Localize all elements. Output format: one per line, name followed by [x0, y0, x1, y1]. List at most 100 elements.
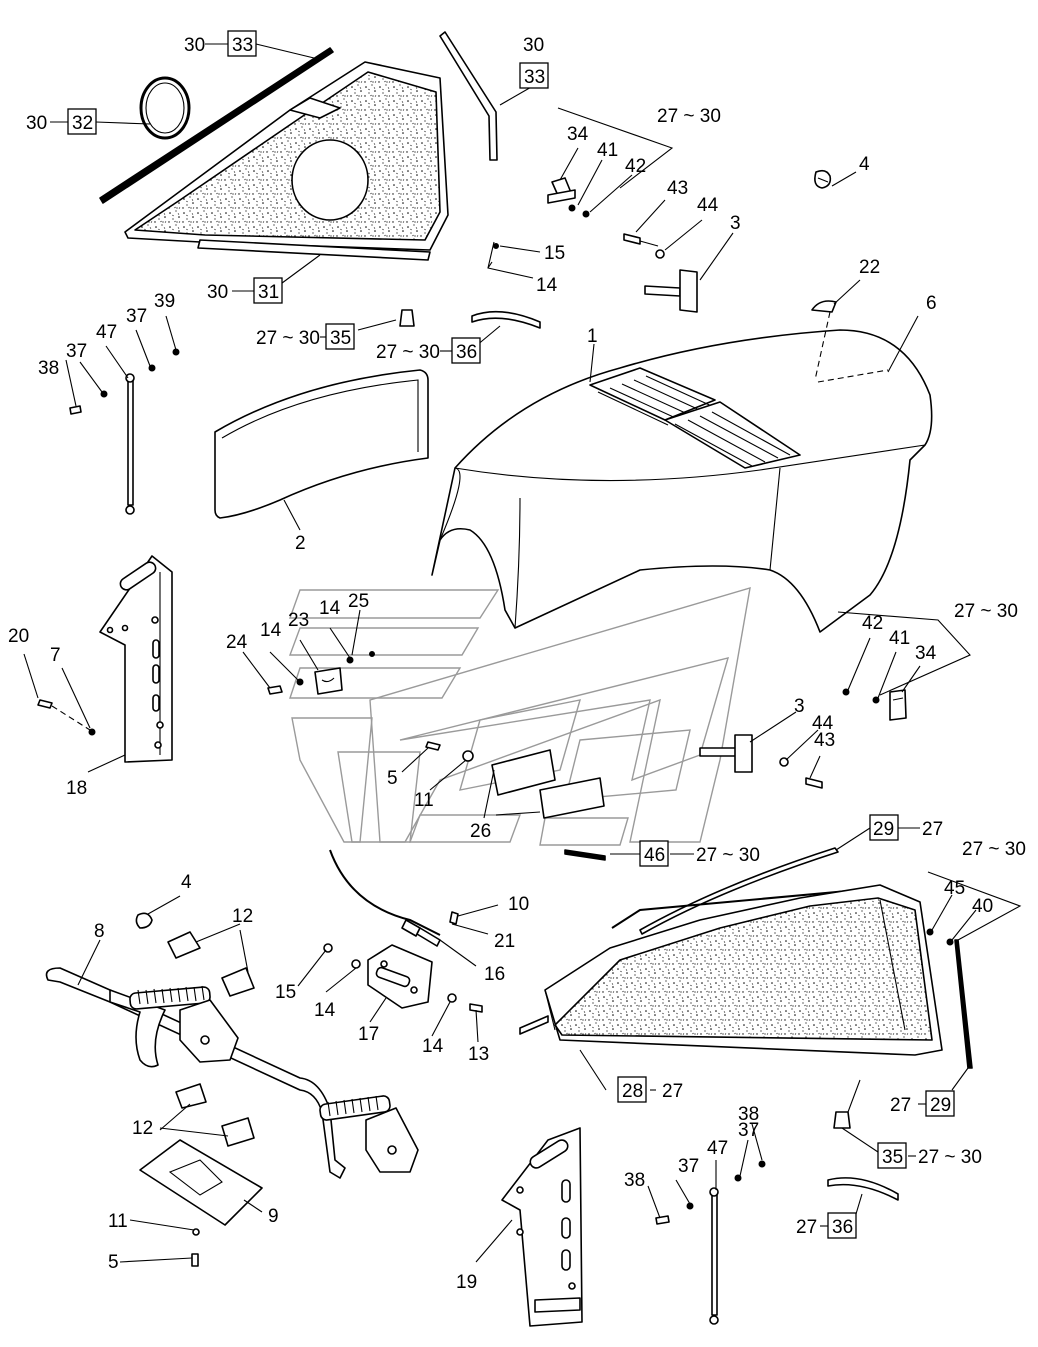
- callout-label: 27: [662, 1081, 683, 1102]
- bolt-13: [469, 1003, 483, 1013]
- callout-label: 11: [108, 1211, 128, 1232]
- callout-label: 12: [232, 906, 253, 927]
- callout-label: 27 ~ 30: [657, 106, 721, 127]
- callout-label: 37: [126, 306, 147, 327]
- callout-labels: 30 33 30 33 30 32 27 ~ 30 34 41 42 43 44…: [8, 35, 1026, 1293]
- callout-label: 14: [536, 275, 558, 296]
- callout-label: 27: [922, 819, 943, 840]
- nut-7: [88, 728, 96, 736]
- pad-12-b: [221, 967, 255, 997]
- callout-label: 20: [8, 626, 29, 647]
- plate-9: [139, 1139, 263, 1226]
- callout-label: 27 ~ 30: [962, 839, 1026, 860]
- callout-label: 4: [181, 872, 192, 893]
- callout-label: 17: [358, 1024, 379, 1045]
- callout-label: 5: [108, 1252, 119, 1273]
- nut-42-upper: [582, 210, 590, 218]
- callout-label: 27 ~ 30: [918, 1147, 982, 1168]
- callout-label: 1: [587, 326, 598, 347]
- callout-frames: [67, 30, 955, 1239]
- seal-strip-29-top: [639, 847, 839, 935]
- plate-26-a: [491, 749, 556, 796]
- plate-26-b: [539, 777, 605, 819]
- strap-36-upper: [471, 310, 541, 329]
- grommet-35-lower: [833, 1111, 851, 1129]
- nut-14-left: [296, 678, 304, 686]
- callout-label: 27: [796, 1217, 817, 1238]
- callout-label: 14: [260, 620, 282, 641]
- callout-label: 21: [494, 931, 515, 952]
- callout-label: 15: [275, 982, 296, 1003]
- pad-12-c: [175, 1083, 207, 1109]
- callout-label: 14: [314, 1000, 336, 1021]
- callout-label: 10: [508, 894, 529, 915]
- callout-label: 26: [470, 821, 491, 842]
- release-cable: [329, 849, 441, 936]
- washer-11-center: [462, 750, 474, 762]
- callout-label: 37: [738, 1120, 759, 1141]
- callout-label: 5: [387, 768, 398, 789]
- callout-label: 24: [226, 632, 248, 653]
- callout-label: 27 ~ 30: [954, 601, 1018, 622]
- callout-label: 35: [330, 328, 351, 349]
- pad-12-d: [221, 1117, 255, 1147]
- bolt-24: [267, 685, 283, 695]
- logo-watermark: [288, 587, 751, 846]
- callout-label: 39: [154, 291, 175, 312]
- callout-label: 7: [50, 645, 61, 666]
- callout-label: 45: [944, 878, 965, 899]
- nut-42-lower: [842, 688, 850, 696]
- side-bracket-18: [99, 555, 173, 763]
- callout-label: 9: [268, 1206, 279, 1227]
- latch-34-lower: [889, 689, 907, 721]
- nut-45: [926, 928, 934, 936]
- hood-panel: [214, 369, 429, 519]
- lift-bar-8: [45, 967, 419, 1179]
- washer-44-upper: [655, 249, 665, 259]
- callout-label: 2: [295, 533, 306, 554]
- leader-lines: [23, 43, 1022, 1263]
- callout-label: 29: [930, 1095, 951, 1116]
- callout-label: 25: [348, 591, 369, 612]
- callout-label: 27: [890, 1095, 911, 1116]
- callout-label: 42: [625, 156, 646, 177]
- nut-15-upper: [493, 243, 499, 249]
- pin-46: [564, 849, 606, 861]
- nut-14-lower-a: [351, 959, 361, 969]
- callout-label: 28: [622, 1081, 643, 1102]
- clip-4-lower: [135, 912, 153, 929]
- callout-label: 35: [882, 1147, 903, 1168]
- callout-label: 43: [667, 178, 688, 199]
- screw-20: [37, 699, 53, 709]
- callout-label: 19: [456, 1272, 477, 1293]
- ground-cable-upper: [69, 348, 180, 515]
- callout-label: 4: [859, 154, 870, 175]
- callout-label: 30: [184, 35, 205, 56]
- pin-10: [449, 911, 459, 925]
- seal-strip-upper-left: [99, 47, 334, 204]
- callout-label: 44: [697, 195, 719, 216]
- latch-34-upper: [547, 177, 576, 204]
- callout-label: 34: [915, 643, 937, 664]
- callout-label: 47: [96, 322, 117, 343]
- bolt-43-lower: [805, 777, 823, 789]
- callout-label: 27 ~ 30: [376, 342, 440, 363]
- bracket-3-lower: [699, 734, 753, 773]
- callout-label: 27 ~ 30: [696, 845, 760, 866]
- callout-label: 13: [468, 1044, 489, 1065]
- callout-label: 42: [862, 613, 883, 634]
- callout-label: 12: [132, 1118, 153, 1139]
- callout-label: 30: [26, 113, 47, 134]
- callout-label: 37: [66, 341, 87, 362]
- callout-label: 41: [889, 628, 910, 649]
- ground-cable-lower: [655, 1160, 766, 1325]
- bolt-43-upper: [623, 233, 659, 247]
- callout-label: 3: [794, 696, 805, 717]
- callout-label: 32: [72, 113, 93, 134]
- callout-label: 33: [232, 35, 253, 56]
- callout-label: 34: [567, 124, 589, 145]
- nut-40: [946, 938, 954, 946]
- callout-label: 37: [678, 1156, 699, 1177]
- callout-label: 23: [288, 610, 309, 631]
